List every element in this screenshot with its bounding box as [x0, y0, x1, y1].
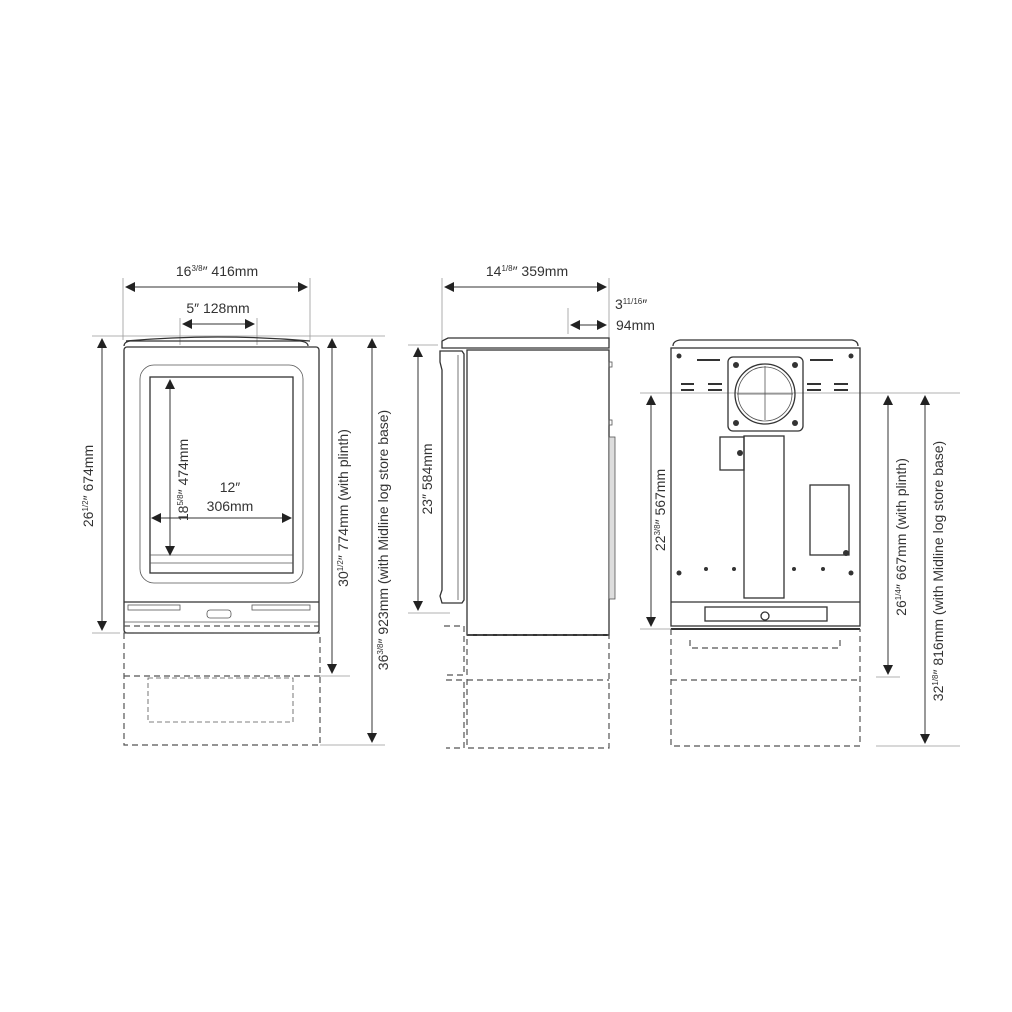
front-view: 163/8″ 416mm 5″ 128mm 185/8″ 474mm 12″ 3…	[80, 263, 391, 746]
plinth-height-label: 301/2″ 774mm (with plinth)	[335, 429, 351, 587]
flue-logstore-height-label: 321/8″ 816mm (with Midline log store bas…	[930, 441, 946, 701]
side-view: 141/8″ 359mm 311/16″ 94mm 23″ 584mm	[408, 263, 655, 749]
door-height-label: 23″ 584mm	[419, 443, 435, 514]
front-height-label: 261/2″ 674mm	[80, 445, 96, 527]
depth-label: 141/8″ 359mm	[486, 263, 568, 279]
glass-width-imperial: 12″	[220, 479, 241, 495]
front-width-label: 163/8″ 416mm	[176, 263, 258, 279]
flue-rear-imperial: 311/16″	[615, 296, 647, 312]
logstore-height-label: 363/8″ 923mm (with Midline log store bas…	[375, 410, 391, 670]
flue-height-label: 223/8″ 567mm	[652, 469, 668, 551]
flue-rear-metric: 94mm	[616, 317, 655, 333]
glass-height-label: 185/8″ 474mm	[175, 439, 191, 521]
rear-view: 223/8″ 567mm 261/4″ 667mm (with plinth) …	[640, 339, 960, 747]
flue-plinth-height-label: 261/4″ 667mm (with plinth)	[893, 458, 909, 616]
flue-offset-label: 5″ 128mm	[186, 300, 249, 316]
glass-width-metric: 306mm	[207, 498, 254, 514]
logo-badge-icon	[206, 609, 232, 619]
